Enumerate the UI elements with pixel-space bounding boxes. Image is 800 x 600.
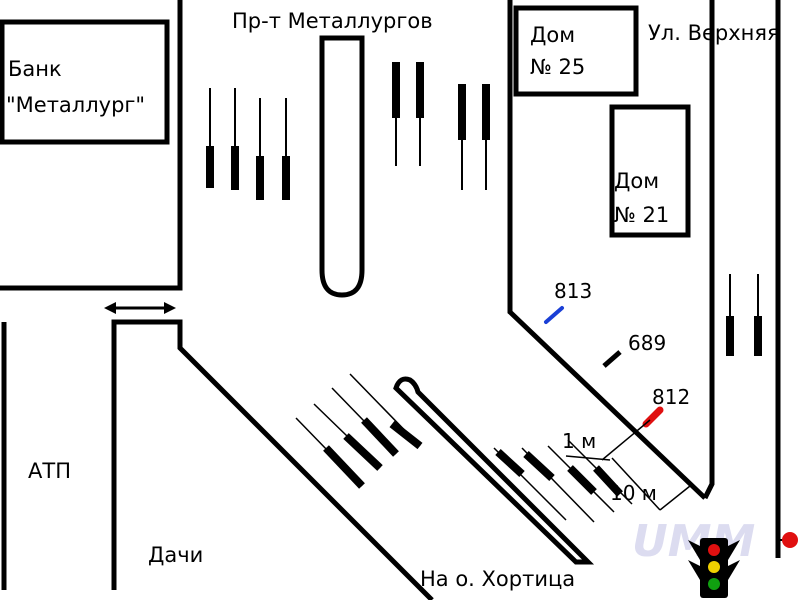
measure-label-short: 1 м (562, 429, 596, 453)
median-khortitsa (393, 376, 595, 565)
vehicle-label-812: 812 (652, 385, 690, 409)
passage-double-arrow (104, 302, 176, 314)
road-edge-verkhnyaya-left (702, 0, 715, 500)
dachi-label: Дачи (148, 543, 203, 567)
measure-label-long: 10 м (610, 481, 657, 505)
vehicle-label-813: 813 (554, 279, 592, 303)
measurement-lines (565, 419, 691, 511)
traffic-light-icon (688, 538, 740, 598)
street-label-khortitsa: На о. Хортица (420, 567, 575, 591)
street-label-prospekt: Пр-т Металлургов (232, 9, 433, 33)
street-label-verkhnyaya: Ул. Верхняя (648, 21, 780, 45)
road-edge-bank-corner (0, 0, 183, 291)
crosswalk-diagonal-right (493, 439, 633, 523)
house-21 (609, 104, 691, 238)
bank-building (0, 19, 170, 145)
road-edge-atp-dachi (111, 319, 434, 600)
house21-label-line2: № 21 (614, 203, 669, 227)
traffic-light-green (708, 578, 720, 590)
road-edge-house-side (507, 0, 707, 500)
house25-label-line1: Дом (530, 23, 575, 47)
house-25 (513, 5, 639, 97)
road-edges (0, 0, 781, 600)
house21-label-line1: Дом (614, 169, 659, 193)
crosswalk-prospekt-left (206, 88, 290, 200)
vehicle-689 (602, 350, 622, 368)
bank-label-line1: Банк (8, 57, 62, 81)
crosswalk-diagonal-left (295, 373, 423, 489)
vehicle-label-689: 689 (628, 331, 666, 355)
median-prospekt (319, 35, 365, 298)
side-signal-icon (780, 532, 798, 548)
atp-label: АТП (28, 459, 71, 483)
watermark: UMM (632, 516, 755, 567)
crosswalk-prospekt-right (392, 62, 490, 190)
bank-label-line2: "Металлург" (6, 93, 145, 117)
crosswalk-verkhnyaya (726, 274, 762, 356)
house25-label-line2: № 25 (530, 55, 585, 79)
traffic-light-yellow (708, 561, 720, 573)
traffic-light-red (708, 544, 720, 556)
vehicle-813 (544, 306, 564, 324)
